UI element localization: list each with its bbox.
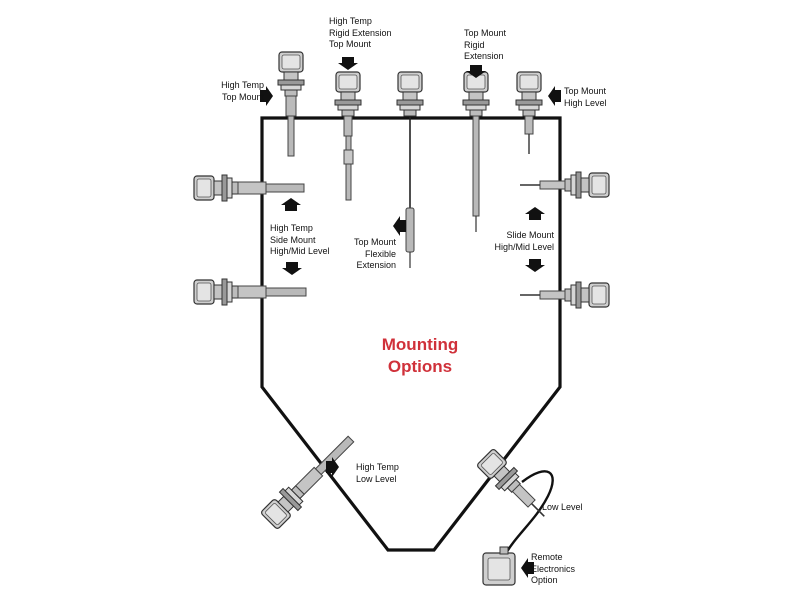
label-high-temp-side-mount: High Temp Side Mount High/Mid Level <box>270 223 330 256</box>
vessel-outline <box>260 116 562 552</box>
slide-mount-lower-sensor <box>520 281 610 309</box>
high-temp-side-mount-lower-sensor <box>193 278 307 306</box>
remote-electronics-housing <box>482 546 516 586</box>
arrow-rigid-extension <box>338 57 358 70</box>
top-mount-flexible-extension-sensor <box>396 71 424 268</box>
label-low-level: Low Level <box>542 502 583 512</box>
arrow-side-mount-up <box>281 198 301 211</box>
label-high-temp-rigid-extension-top-mount: High Temp Rigid Extension Top Mount <box>329 16 392 49</box>
arrow-side-mount-down <box>282 262 302 275</box>
high-temp-low-level-sensor <box>259 435 355 531</box>
label-remote-electronics-option: Remote Electronics Option <box>531 552 576 585</box>
low-level-sensor <box>475 447 554 556</box>
diagram-title: Mounting Options <box>381 335 459 376</box>
slide-mount-upper-sensor <box>520 171 610 199</box>
label-top-mount-high-level: Top Mount High Level <box>564 86 607 108</box>
arrow-slide-mount-down <box>525 259 545 272</box>
high-temp-side-mount-upper-sensor <box>193 174 305 202</box>
arrow-slide-mount-up <box>525 207 545 220</box>
label-top-mount-rigid-extension: Top Mount Rigid Extension <box>464 28 507 61</box>
top-mount-rigid-extension-sensor <box>462 71 490 232</box>
arrow-top-mount-high-level <box>548 86 561 106</box>
high-temp-rigid-extension-sensor <box>334 71 362 201</box>
arrow-flexible-extension <box>393 216 406 236</box>
label-high-temp-low-level: High Temp Low Level <box>356 462 399 484</box>
label-top-mount-flexible-extension: Top Mount Flexible Extension <box>353 237 396 270</box>
top-mount-high-level-sensor <box>515 71 543 154</box>
label-high-temp-top-mount: High Temp Top Mount <box>221 80 264 102</box>
label-slide-mount: Slide Mount High/Mid Level <box>494 230 554 252</box>
high-temp-top-mount-sensor <box>277 51 305 157</box>
